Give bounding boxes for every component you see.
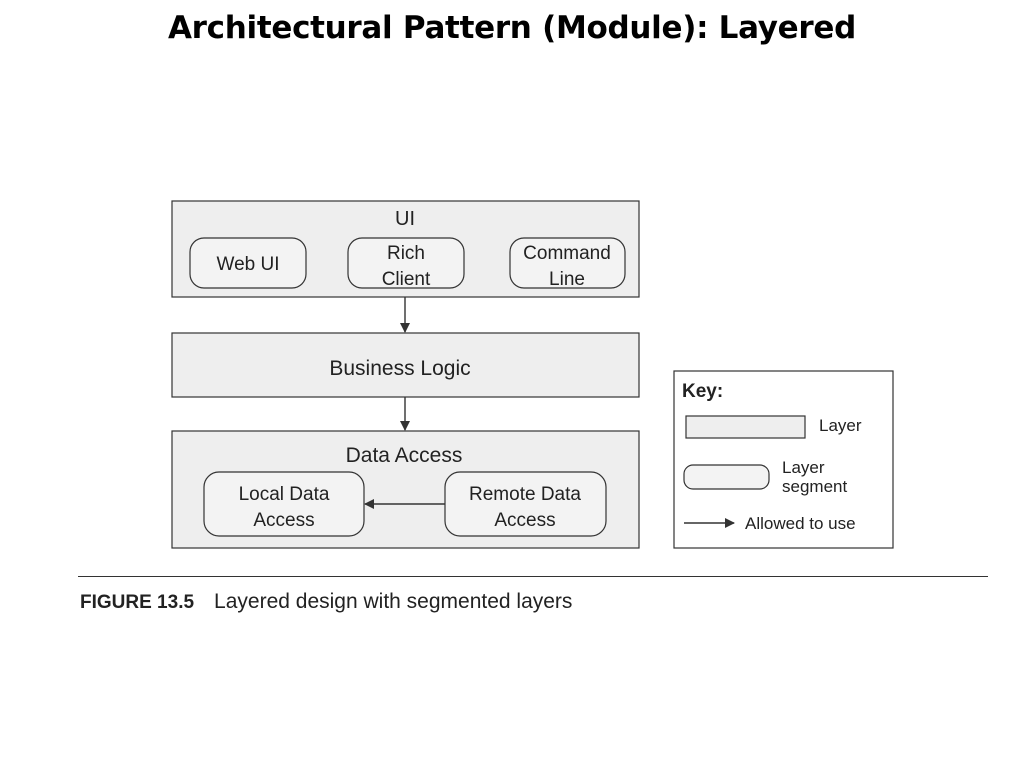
- figure-caption: FIGURE 13.5 Layered design with segmented…: [80, 590, 572, 614]
- business-logic-layer-box: [171, 332, 640, 398]
- rich-client-segment-label-line2: Client: [382, 269, 431, 290]
- rich-client-segment-label-line1: Rich: [387, 243, 425, 264]
- command-line-segment-label-line2: Line: [549, 269, 585, 290]
- business-logic-layer: Business Logic: [171, 332, 640, 398]
- data-access-layer-label: Data Access: [346, 444, 463, 467]
- key-layer-label: Layer: [819, 416, 862, 435]
- business-logic-layer-label: Business Logic: [329, 357, 470, 380]
- layered-architecture-diagram: UI Web UI Rich Client Command Line Busin…: [171, 200, 894, 549]
- key-legend: Key: Layer Layer segment Allowed to use: [673, 370, 894, 549]
- key-title: Key:: [682, 381, 723, 402]
- caption-divider: [78, 576, 988, 577]
- remote-data-access-segment: Remote Data Access: [444, 471, 607, 537]
- key-arrow-label: Allowed to use: [745, 514, 856, 533]
- ui-layer-label: UI: [395, 208, 415, 230]
- command-line-segment-label-line1: Command: [523, 243, 611, 264]
- command-line-segment: Command Line: [509, 237, 626, 290]
- key-segment-label-line2: segment: [782, 477, 847, 496]
- rich-client-segment: Rich Client: [347, 237, 465, 290]
- web-ui-segment: Web UI: [189, 237, 307, 289]
- key-legend-box: [673, 370, 894, 549]
- figure-number: FIGURE 13.5: [80, 592, 195, 613]
- slide-title: Architectural Pattern (Module): Layered: [167, 10, 857, 46]
- figure-caption-text: Layered design with segmented layers: [214, 590, 573, 613]
- remote-data-access-label-line1: Remote Data: [469, 484, 581, 505]
- key-segment-label-line1: Layer: [782, 458, 825, 477]
- ui-layer: UI Web UI Rich Client Command Line: [171, 200, 640, 298]
- remote-data-access-label-line2: Access: [494, 510, 555, 531]
- local-data-access-label-line1: Local Data: [239, 484, 330, 505]
- key-segment-swatch: [683, 464, 770, 490]
- web-ui-segment-label: Web UI: [216, 254, 279, 275]
- key-layer-swatch: [685, 415, 806, 439]
- data-access-layer: Data Access Local Data Access Remote Dat…: [171, 430, 640, 549]
- local-data-access-label-line2: Access: [253, 510, 314, 531]
- local-data-access-segment: Local Data Access: [203, 471, 365, 537]
